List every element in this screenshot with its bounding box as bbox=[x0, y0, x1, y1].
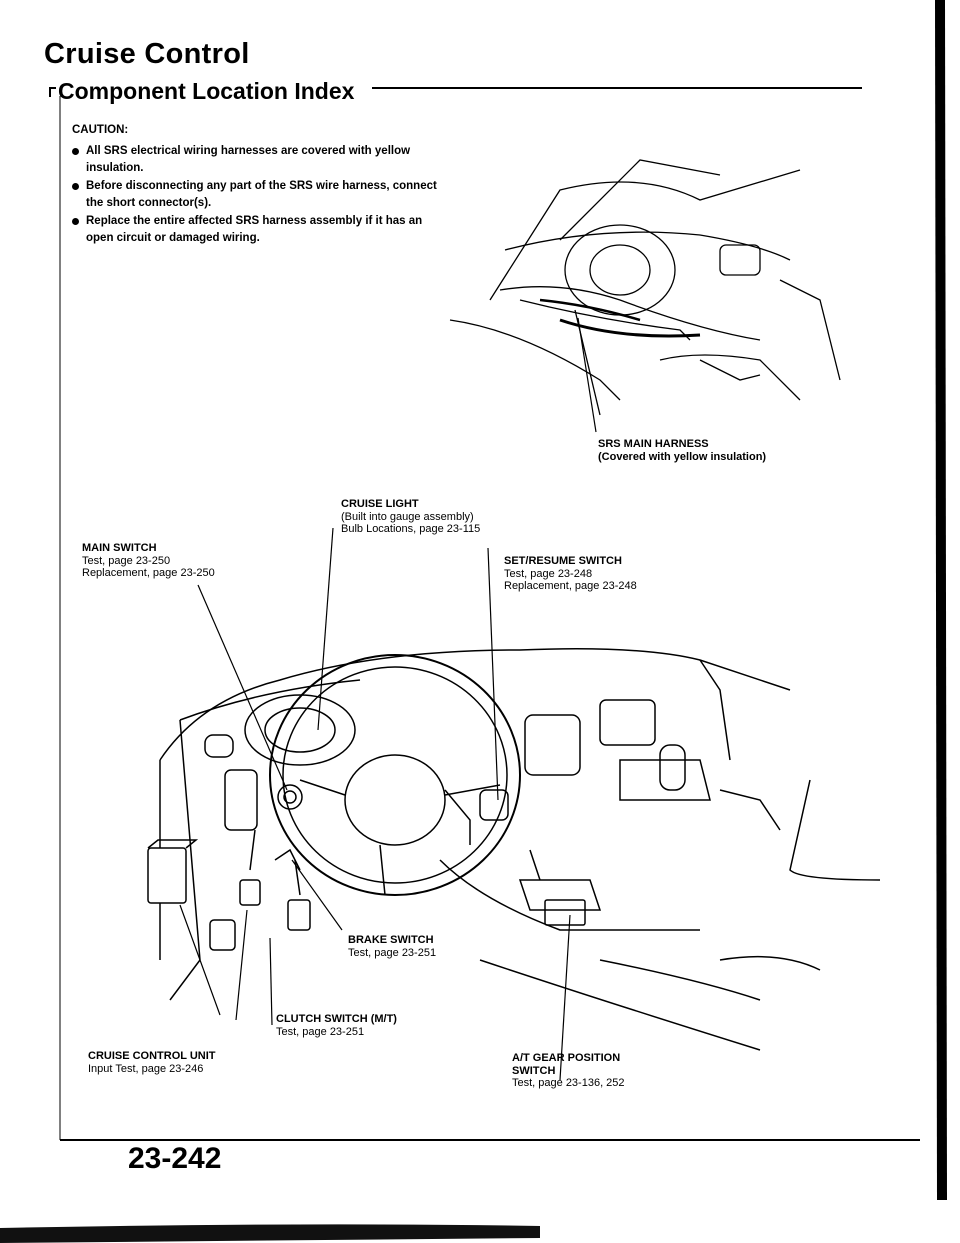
callout-reference: Test, page 23-136, 252 bbox=[512, 1077, 625, 1089]
page-number: 23-242 bbox=[128, 1142, 222, 1175]
callout-name: A/T GEAR POSITION bbox=[512, 1052, 621, 1064]
scan-smudge bbox=[0, 1224, 540, 1243]
callout-name: SET/RESUME SWITCH bbox=[504, 555, 622, 567]
callout-set-resume-switch: SET/RESUME SWITCH Test, page 23-248 Repl… bbox=[504, 555, 637, 593]
caution-item: Replace the entire affected SRS harness … bbox=[72, 213, 452, 247]
callout-srs-main-harness: SRS MAIN HARNESS (Covered with yellow in… bbox=[598, 438, 766, 463]
callout-main-switch: MAIN SWITCH Test, page 23-250 Replacemen… bbox=[82, 542, 215, 580]
callout-reference: Test, page 23-251 bbox=[348, 946, 437, 959]
page-edge-bar bbox=[935, 0, 947, 1200]
section-title: Component Location Index bbox=[58, 78, 355, 104]
srs-inset-drawing bbox=[449, 159, 841, 416]
dashboard-drawing bbox=[147, 648, 881, 1051]
callout-cruise-control-unit: CRUISE CONTROL UNIT Input Test, page 23-… bbox=[88, 1050, 216, 1075]
page-title: Cruise Control bbox=[44, 38, 250, 70]
callout-reference: Replacement, page 23-248 bbox=[504, 580, 637, 592]
callout-name-cont: SWITCH bbox=[512, 1064, 556, 1077]
callout-reference: Bulb Locations, page 23-115 bbox=[341, 523, 481, 535]
callout-reference: Test, page 23-250 bbox=[82, 554, 171, 567]
caution-item: Before disconnecting any part of the SRS… bbox=[72, 178, 452, 212]
callout-name: CRUISE LIGHT bbox=[341, 498, 419, 510]
callout-at-gear-position-switch: A/T GEAR POSITION SWITCH Test, page 23-1… bbox=[512, 1052, 625, 1090]
caution-item: All SRS electrical wiring harnesses are … bbox=[72, 143, 452, 177]
callout-note: (Covered with yellow insulation) bbox=[598, 450, 767, 463]
callout-reference: Test, page 23-248 bbox=[504, 567, 593, 580]
callout-clutch-switch: CLUTCH SWITCH (M/T) Test, page 23-251 bbox=[276, 1013, 397, 1038]
leader-lines bbox=[179, 317, 597, 1081]
callout-name: CLUTCH SWITCH (M/T) bbox=[276, 1013, 397, 1025]
caution-heading: CAUTION: bbox=[72, 124, 129, 136]
callout-name: SRS MAIN HARNESS bbox=[598, 438, 709, 450]
callout-reference: Input Test, page 23-246 bbox=[88, 1062, 204, 1075]
callout-brake-switch: BRAKE SWITCH Test, page 23-251 bbox=[348, 934, 436, 959]
caution-list: All SRS electrical wiring harnesses are … bbox=[72, 143, 452, 247]
caution-box: CAUTION: All SRS electrical wiring harne… bbox=[72, 122, 452, 248]
callout-reference: Replacement, page 23-250 bbox=[82, 567, 215, 579]
callout-name: CRUISE CONTROL UNIT bbox=[88, 1050, 216, 1062]
section-rule bbox=[49, 87, 862, 97]
callout-cruise-light: CRUISE LIGHT (Built into gauge assembly)… bbox=[341, 498, 480, 536]
callout-name: BRAKE SWITCH bbox=[348, 934, 434, 946]
callout-reference: Test, page 23-251 bbox=[276, 1025, 365, 1038]
callout-name: MAIN SWITCH bbox=[82, 542, 157, 554]
callout-note: (Built into gauge assembly) bbox=[341, 510, 474, 523]
